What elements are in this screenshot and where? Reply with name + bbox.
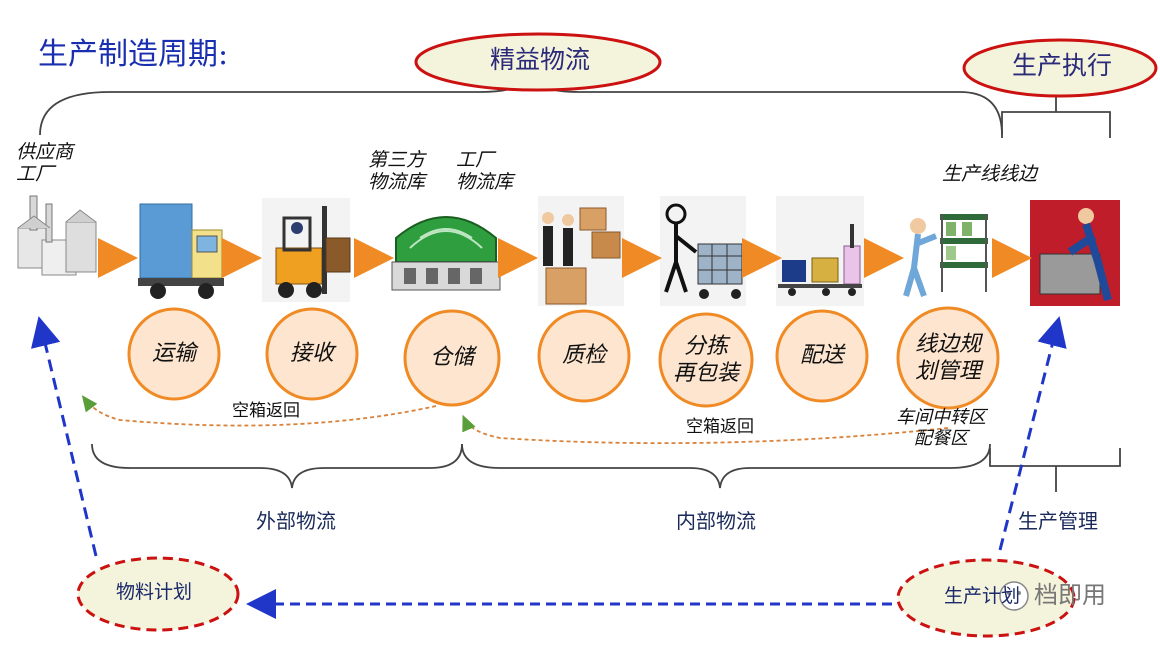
empty-box-return-label-1: 空箱返回 xyxy=(232,401,300,421)
step-circles xyxy=(127,306,1000,410)
sorting-cart-icon xyxy=(660,196,746,306)
step-storage: 仓储 xyxy=(429,345,474,371)
supplier-factory-label: 供应商 工厂 xyxy=(16,141,74,185)
step-delivery: 配送 xyxy=(799,343,844,369)
production-plan-label: 生产计划 xyxy=(944,585,1021,607)
step-sorting-repacking: 分拣 再包装 xyxy=(672,333,739,387)
delivery-train-icon xyxy=(776,196,864,306)
step-transport: 运输 xyxy=(151,341,196,367)
production-management-label: 生产管理 xyxy=(1018,509,1098,533)
page-title: 生产制造周期: xyxy=(38,37,229,72)
watermark-text: 档即用 xyxy=(1034,581,1106,609)
step-lineside-planning: 线边规 划管理 xyxy=(914,331,981,385)
internal-logistics-brace xyxy=(461,443,991,489)
step-receiving: 接收 xyxy=(289,341,334,367)
material-plan-ellipse xyxy=(76,556,240,632)
production-plan-ellipse xyxy=(896,558,1076,638)
forklift-icon xyxy=(262,198,351,302)
wechat-icon xyxy=(999,581,1029,611)
third-party-warehouse-label: 第三方 物流库 xyxy=(368,149,426,193)
internal-logistics-label: 内部物流 xyxy=(676,509,756,533)
inspectors-icon xyxy=(538,196,624,306)
production-management-bracket xyxy=(989,448,1121,492)
lean-logistics-ellipse xyxy=(414,32,662,92)
external-logistics-label: 外部物流 xyxy=(256,509,336,533)
production-execution-ellipse xyxy=(962,38,1158,98)
production-execution-label: 生产执行 xyxy=(1012,51,1113,80)
empty-return-arc-1 xyxy=(81,395,437,427)
line-side-label: 生产线线边 xyxy=(942,163,1038,185)
production-plan-up-arrow xyxy=(998,316,1067,551)
warehouse-icon xyxy=(391,216,501,291)
material-plan-label: 物料计划 xyxy=(116,581,193,603)
empty-return-arc-2 xyxy=(462,414,949,445)
factory-warehouse-label: 工厂 物流库 xyxy=(456,149,514,193)
production-worker-icon xyxy=(1030,200,1120,306)
lean-logistics-label: 精益物流 xyxy=(490,45,591,74)
empty-box-return-label-2: 空箱返回 xyxy=(686,417,754,437)
material-plan-up-arrow xyxy=(30,316,98,557)
production-execution-bracket xyxy=(1001,92,1111,138)
factory-icon xyxy=(17,195,97,276)
lineside-rack-icon xyxy=(903,214,988,298)
step-quality-check: 质检 xyxy=(561,343,606,369)
external-logistics-brace xyxy=(91,443,463,489)
truck-icon xyxy=(138,203,224,299)
workshop-transfer-label: 车间中转区 配餐区 xyxy=(896,407,986,449)
